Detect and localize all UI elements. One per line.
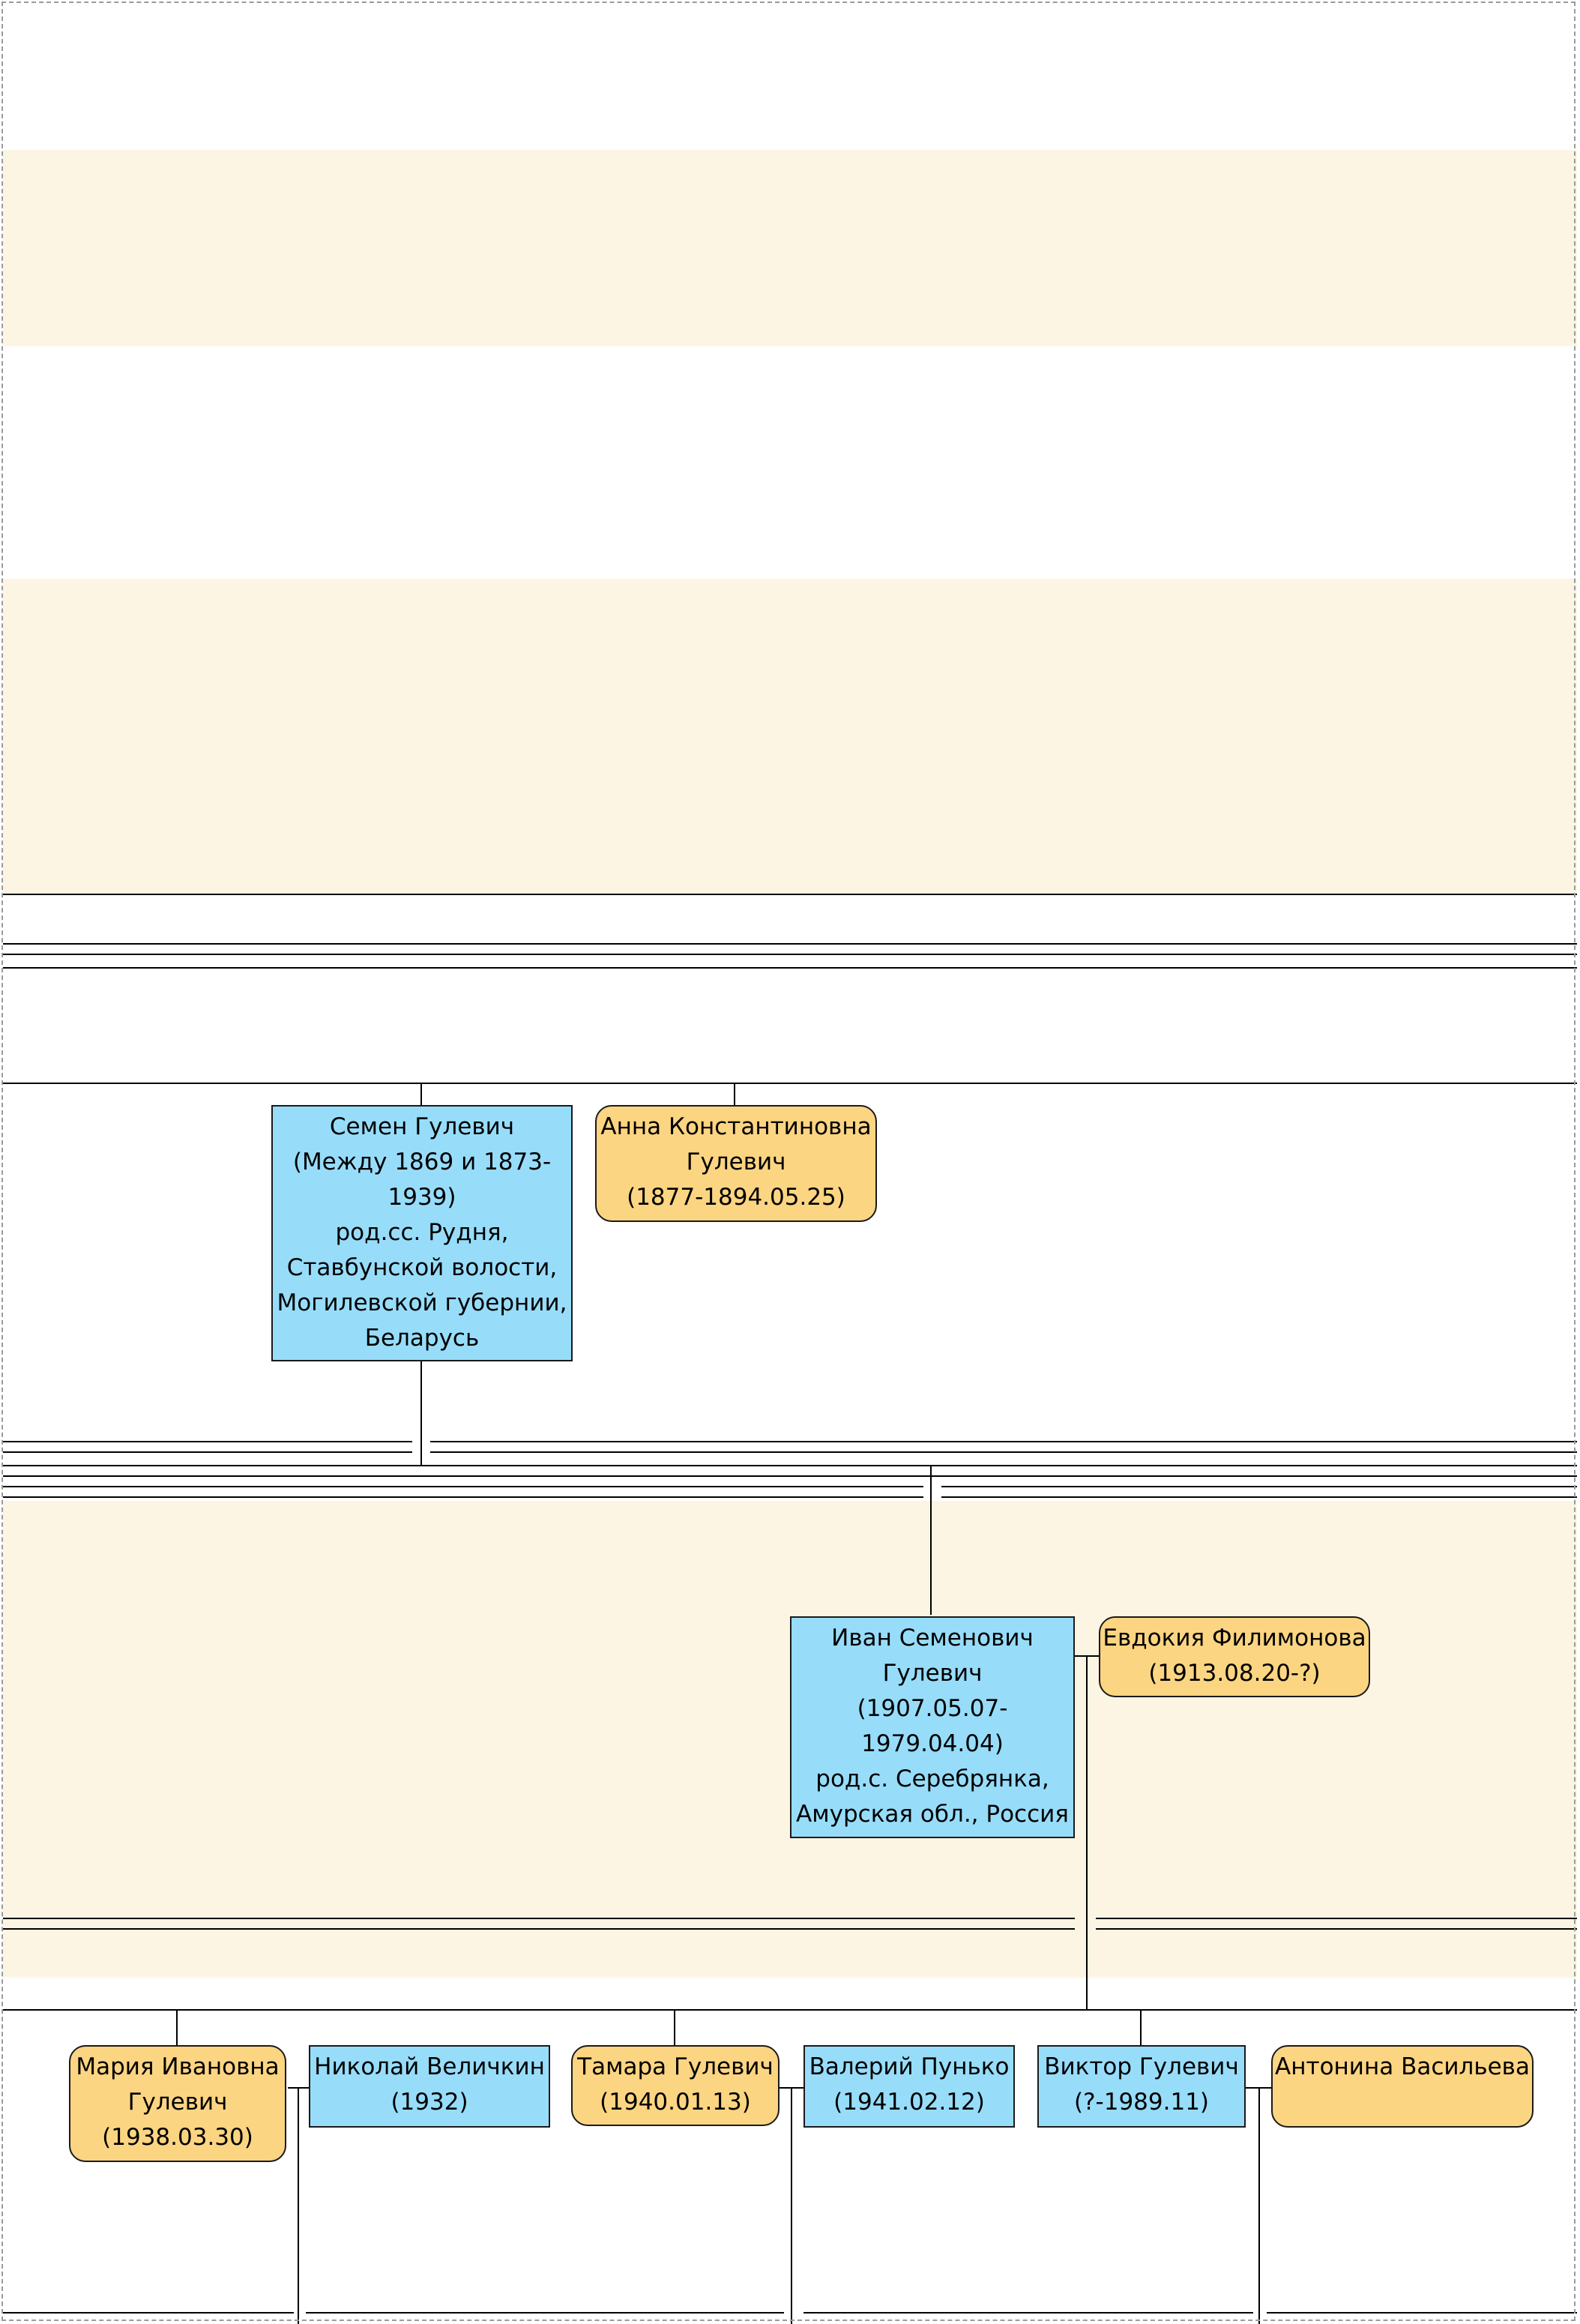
separator-line (3, 954, 1577, 955)
person-semen-gulevich[interactable]: Семен Гулевич (Между 1869 и 1873- 1939) … (271, 1105, 573, 1361)
generation-band-1 (3, 150, 1577, 346)
connector-line (1140, 2009, 1142, 2045)
connector-line (1086, 1655, 1088, 2011)
person-dates: (1913.08.20-?) (1148, 1660, 1321, 1687)
person-birthplace: Беларусь (364, 1325, 480, 1352)
person-tamara-gulevich[interactable]: Тамара Гулевич (1940.01.13) (571, 2045, 780, 2126)
person-name: Евдокия Филимонова (1103, 1625, 1366, 1652)
person-name: Виктор Гулевич (1044, 2053, 1239, 2080)
person-birthplace: род.с. Серебрянка, (815, 1765, 1049, 1792)
separator-line (306, 2312, 784, 2314)
separator-line (1096, 1918, 1577, 1919)
separator-line (3, 1918, 1075, 1919)
person-birthplace: род.сс. Рудня, (335, 1219, 509, 1246)
person-name: Гулевич (882, 1660, 983, 1687)
separator-line (3, 894, 1577, 895)
separator-line (3, 1465, 1577, 1466)
separator-line (3, 2312, 294, 2314)
person-name: Валерий Пунько (809, 2053, 1010, 2080)
separator-line (3, 1083, 1577, 1084)
separator-line (3, 1928, 1075, 1930)
person-dates: (1877-1894.05.25) (627, 1184, 845, 1211)
person-dates: (1940.01.13) (600, 2089, 751, 2116)
separator-line (3, 1486, 923, 1487)
person-dates: 1939) (388, 1184, 456, 1211)
connector-line (791, 2087, 792, 2324)
person-name: Мария Ивановна (76, 2053, 280, 2080)
separator-line (3, 1475, 1577, 1477)
person-name: Антонина Васильева (1275, 2053, 1530, 2080)
connector-line (288, 2087, 310, 2089)
separator-line (1096, 1928, 1577, 1930)
person-name: Анна Константиновна (600, 1113, 872, 1140)
person-antonina-vasilyeva[interactable]: Антонина Васильева (1271, 2045, 1534, 2128)
person-dates: (Между 1869 и 1873- (292, 1149, 552, 1175)
person-dates: (1941.02.12) (833, 2089, 985, 2116)
separator-line (1267, 2312, 1577, 2314)
separator-line (941, 1496, 1577, 1498)
person-birthplace: Ставбунской волости, (286, 1254, 558, 1281)
person-dates: (?-1989.11) (1073, 2089, 1210, 2116)
separator-line (430, 1441, 1577, 1442)
separator-line (3, 2009, 1577, 2011)
person-evdokia-filimonova[interactable]: Евдокия Филимонова (1913.08.20-?) (1099, 1616, 1370, 1697)
person-name: Гулевич (686, 1149, 786, 1175)
person-dates: (1907.05.07- (857, 1695, 1008, 1722)
connector-line (176, 2009, 178, 2045)
person-ivan-gulevich[interactable]: Иван Семенович Гулевич (1907.05.07- 1979… (790, 1616, 1075, 1838)
connector-line (930, 1465, 932, 1615)
person-anna-gulevich[interactable]: Анна Константиновна Гулевич (1877-1894.0… (595, 1105, 877, 1222)
connector-line (674, 2009, 675, 2045)
connector-line (1258, 2087, 1260, 2324)
separator-line (3, 967, 1577, 969)
person-name: Тамара Гулевич (577, 2053, 774, 2080)
separator-line (3, 1451, 412, 1453)
separator-line (3, 943, 1577, 945)
person-nikolai-velichkin[interactable]: Николай Величкин (1932) (309, 2045, 550, 2128)
separator-line (941, 1486, 1577, 1487)
separator-line (803, 2312, 1253, 2314)
person-name: Николай Величкин (314, 2053, 545, 2080)
separator-line (3, 1496, 923, 1498)
connector-line (420, 1083, 422, 1105)
generation-band-2 (3, 579, 1577, 894)
connector-line (734, 1083, 735, 1105)
person-birthplace: Амурская обл., Россия (796, 1801, 1069, 1828)
person-dates: (1938.03.30) (102, 2124, 253, 2151)
person-valery-punko[interactable]: Валерий Пунько (1941.02.12) (803, 2045, 1015, 2128)
person-name: Семен Гулевич (329, 1113, 515, 1140)
connector-line (420, 1360, 422, 1465)
person-birthplace: Могилевской губернии, (277, 1289, 567, 1316)
person-name: Гулевич (127, 2089, 228, 2116)
separator-line (3, 1441, 412, 1442)
connector-line (298, 2087, 299, 2324)
person-maria-gulevich[interactable]: Мария Ивановна Гулевич (1938.03.30) (69, 2045, 286, 2162)
person-name: Иван Семенович (831, 1625, 1034, 1652)
person-dates: (1932) (391, 2089, 468, 2116)
separator-line (430, 1451, 1577, 1453)
person-dates: 1979.04.04) (861, 1730, 1004, 1757)
person-viktor-gulevich[interactable]: Виктор Гулевич (?-1989.11) (1037, 2045, 1246, 2128)
